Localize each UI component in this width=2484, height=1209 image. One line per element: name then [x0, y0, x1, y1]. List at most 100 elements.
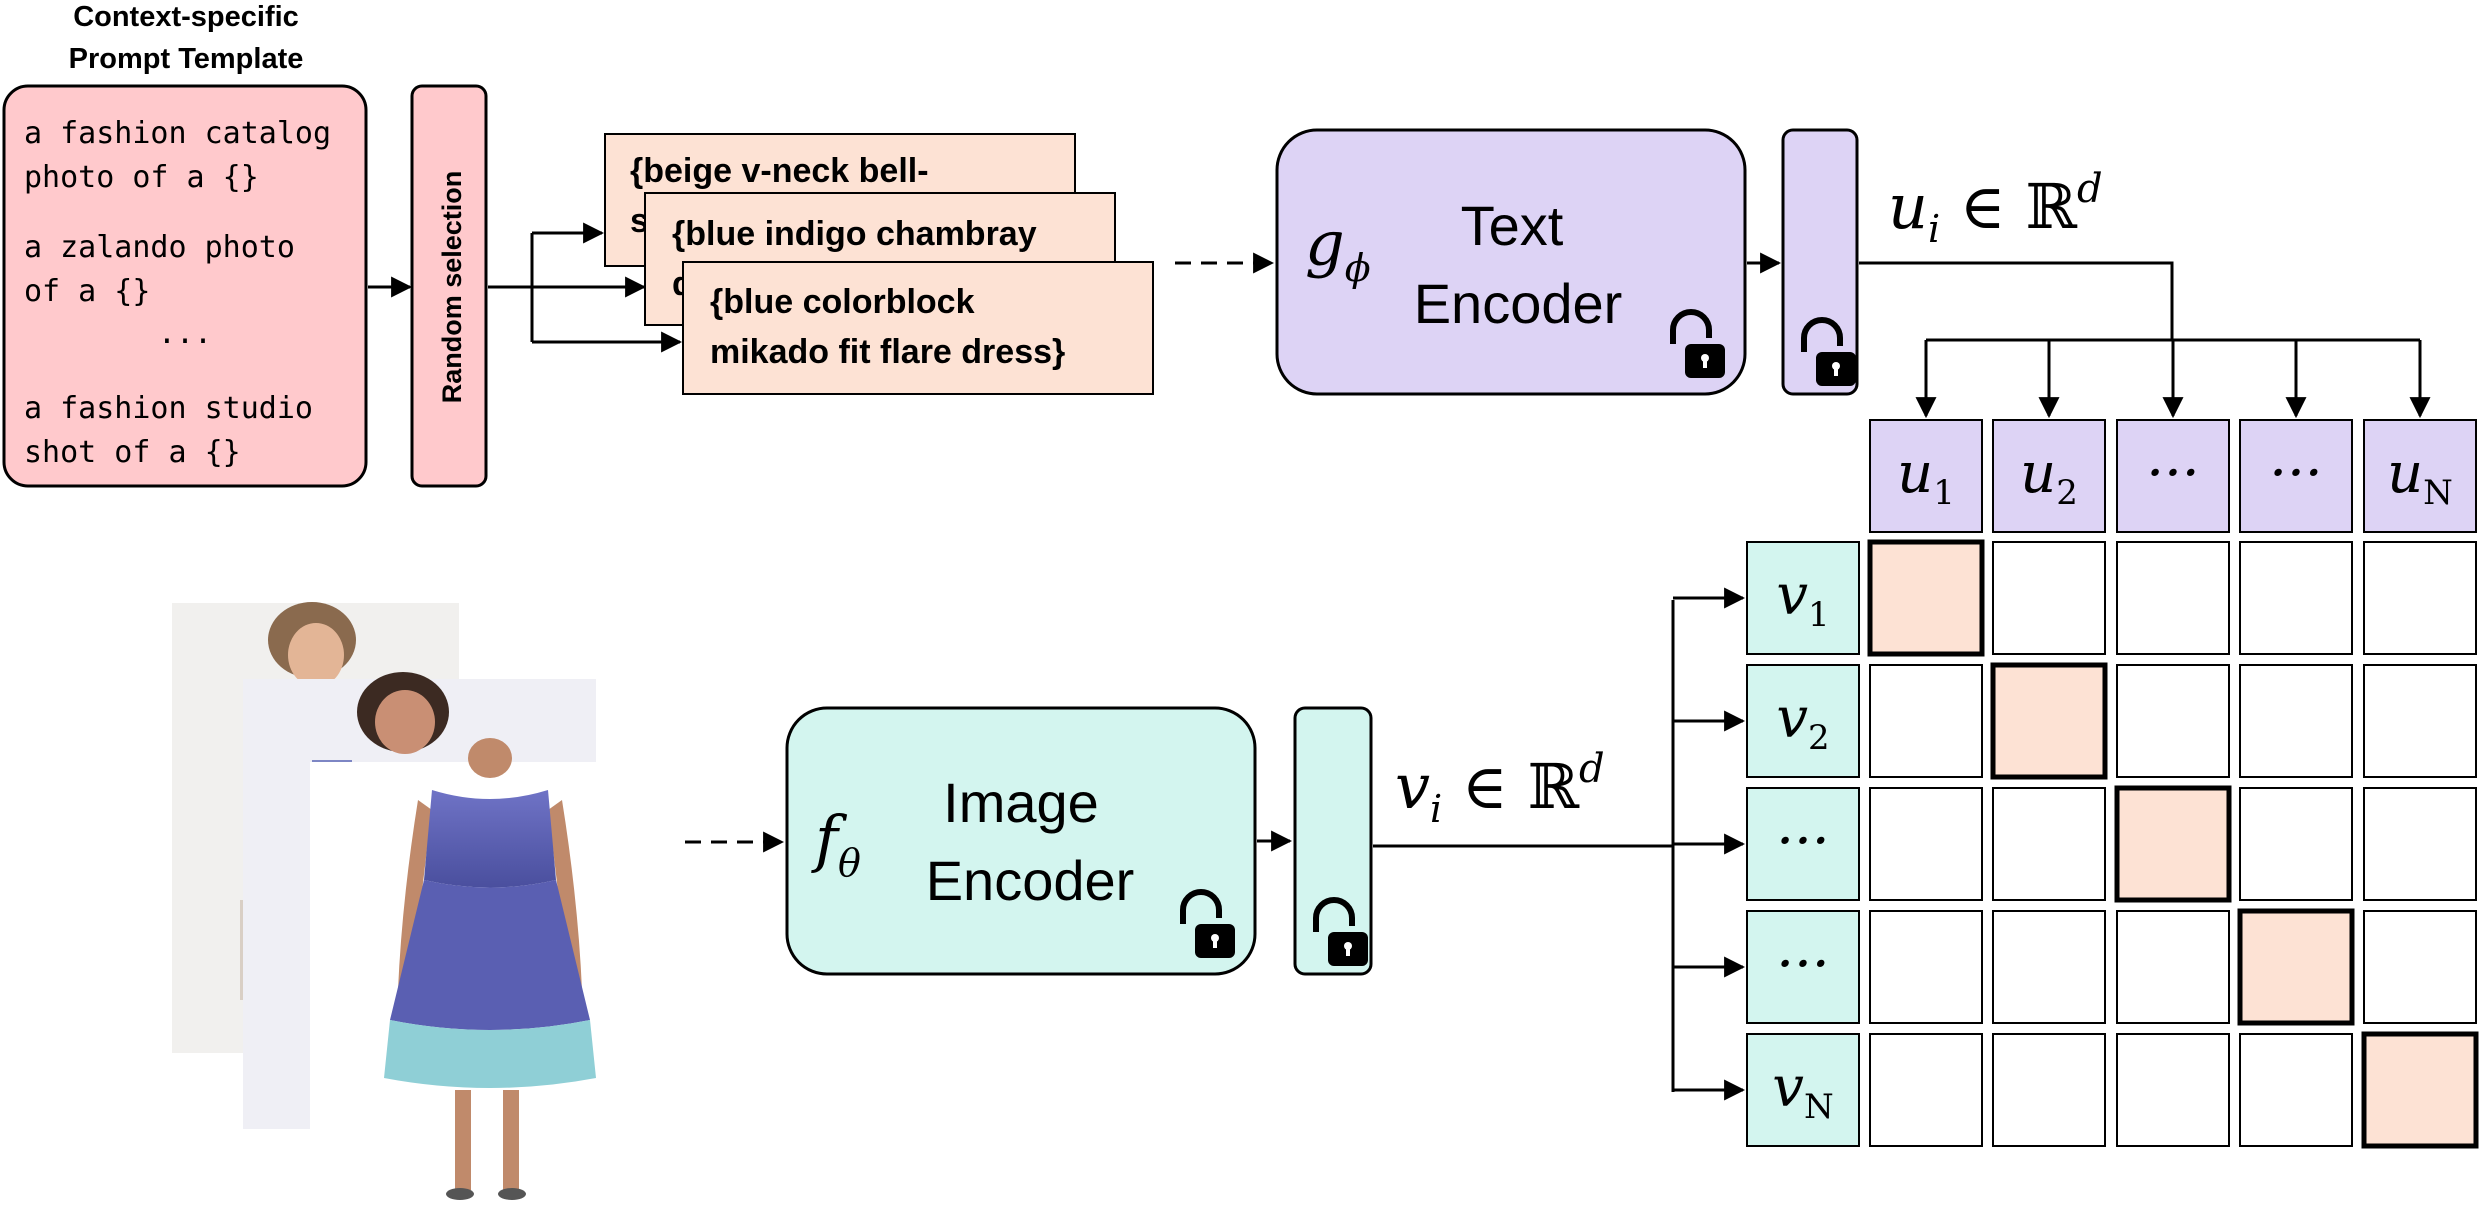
matrix-cell-positive: [2361, 1031, 2479, 1149]
column-header-box: [2116, 419, 2230, 533]
arrow-selection-fork: [488, 233, 534, 342]
column-header-base: ···: [2269, 441, 2322, 506]
row-header-label: ···: [1776, 932, 1829, 997]
matrix-cell: [1992, 1033, 2106, 1147]
text-embedding-sub: i: [1928, 207, 1940, 251]
column-header-label: u2: [2020, 441, 2078, 513]
prompt-template-box: [2, 84, 368, 488]
image-embedding-sub: i: [1430, 787, 1442, 831]
row-header-base: ···: [1776, 809, 1829, 874]
caption-card-3-line1: {blue colorblock: [710, 283, 975, 321]
image-encoder-label-line2: Encoder: [926, 849, 1135, 912]
row-header-base: v: [1772, 1055, 1804, 1120]
prompt-line: photo of a {}: [24, 160, 259, 195]
padlock-icon: [1180, 889, 1235, 958]
row-arrows: [1673, 587, 1746, 1101]
column-header-base: u: [1897, 441, 1933, 506]
row-header-base: v: [1776, 686, 1808, 751]
text-encoder-label-line2: Encoder: [1414, 272, 1623, 335]
matrix-cell: [2116, 1033, 2230, 1147]
padlock-icon: [1801, 317, 1856, 386]
row-header-box: [1746, 541, 1860, 655]
matrix-cell-positive: [1990, 662, 2108, 780]
row-header-label: vN: [1772, 1055, 1833, 1127]
similarity-matrix: [1867, 539, 2479, 1149]
image-embedding-set: ∈ ℝ: [1442, 750, 1579, 823]
row-header-base: ···: [1776, 932, 1829, 997]
matrix-cell: [1992, 910, 2106, 1024]
text-embedding-set: ∈ ℝ: [1940, 170, 2077, 243]
matrix-cell-positive: [2237, 908, 2355, 1026]
matrix-cell: [2239, 1033, 2353, 1147]
column-header-base: u: [2387, 441, 2423, 506]
prompt-ellipsis: ...: [158, 316, 212, 351]
prompt-line: of a {}: [24, 274, 150, 309]
row-header-label: v1: [1776, 563, 1829, 635]
row-header-base: v: [1776, 563, 1808, 628]
prompt-line: a fashion studio: [24, 391, 313, 426]
matrix-cell: [2116, 910, 2230, 1024]
row-header-box: [1746, 910, 1860, 1024]
prompt-line: shot of a {}: [24, 435, 241, 470]
column-header-label: ···: [2269, 441, 2322, 506]
random-selection-box: [410, 84, 488, 488]
matrix-cell-positive: [2114, 785, 2232, 903]
row-header-sub: N: [1804, 1087, 1834, 1127]
caption-card-3: [682, 261, 1154, 395]
matrix-cell: [2363, 787, 2477, 901]
matrix-cell: [1992, 541, 2106, 655]
text-encoder-symbol: gϕ: [1305, 207, 1371, 290]
caption-card-1-line1: {beige v-neck bell-: [630, 152, 929, 190]
padlock-icon: [1670, 309, 1725, 378]
text-encoder-symbol-base: g: [1305, 207, 1345, 280]
column-header-box: [1992, 419, 2106, 533]
image-encoder-box: [785, 706, 1257, 976]
random-selection-label: Random selection: [437, 171, 467, 404]
model-photo-front: [310, 738, 600, 1209]
text-embedding-label: ui ∈ ℝd: [1888, 166, 2103, 251]
row-header-sub: 2: [1808, 718, 1830, 758]
matrix-cell: [2116, 664, 2230, 778]
matrix-cell-positive: [1867, 539, 1985, 657]
image-embedding-base: v: [1395, 750, 1430, 823]
matrix-cell: [1869, 1033, 1983, 1147]
matrix-cell: [2239, 664, 2353, 778]
row-header-label: ···: [1776, 809, 1829, 874]
text-embedding-connector: [1859, 261, 2420, 342]
row-header-label: v2: [1776, 686, 1829, 758]
image-embedding-connector: [1373, 600, 1675, 1092]
column-header-sub: 2: [2056, 473, 2078, 513]
column-header-base: ···: [2146, 441, 2199, 506]
column-header-label: ···: [2146, 441, 2199, 506]
image-embedding-sup: d: [1579, 746, 1605, 792]
matrix-cell: [2363, 664, 2477, 778]
row-header-sub: 1: [1808, 595, 1830, 635]
column-header-sub: N: [2423, 473, 2453, 513]
matrix-cell: [2116, 541, 2230, 655]
caption-card-3-line2: mikado fit flare dress}: [710, 333, 1065, 371]
row-header-box: [1746, 1033, 1860, 1147]
matrix-cell: [1869, 787, 1983, 901]
column-header-label: u1: [1897, 441, 1955, 513]
column-header-base: u: [2020, 441, 2056, 506]
column-header-box: [2363, 419, 2477, 533]
matrix-cell: [1869, 910, 1983, 1024]
prompt-template-title-line1: Context-specific: [73, 1, 299, 33]
matrix-cell: [1992, 787, 2106, 901]
column-header-sub: 1: [1933, 473, 1955, 513]
text-encoder-label-line1: Text: [1461, 194, 1564, 257]
column-header-label: uN: [2387, 441, 2453, 513]
prompt-line: a fashion catalog: [24, 116, 331, 151]
image-encoder-label-line1: Image: [943, 771, 1099, 834]
padlock-icon: [1313, 897, 1368, 966]
caption-card-2-line1: {blue indigo chambray: [672, 215, 1037, 253]
column-header-box: [2239, 419, 2353, 533]
matrix-cell: [2363, 910, 2477, 1024]
column-arrows: [1915, 340, 2431, 419]
matrix-cell: [2363, 541, 2477, 655]
matrix-cell: [2239, 541, 2353, 655]
column-header-box: [1869, 419, 1983, 533]
image-embedding-label: vi ∈ ℝd: [1395, 746, 1605, 831]
